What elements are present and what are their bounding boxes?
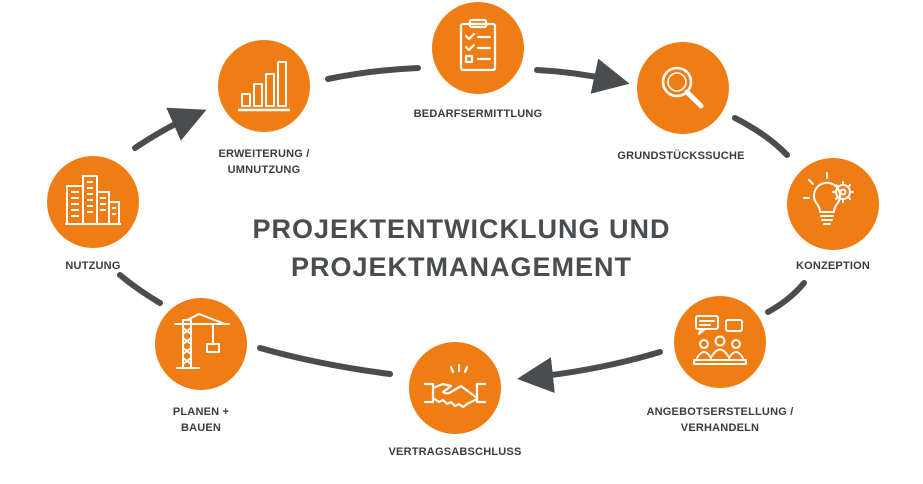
- step-label-bedarfsermittlung: BEDARFSERMITTLUNG: [393, 106, 563, 122]
- step-label-grundstueckssuche: GRUNDSTÜCKSSUCHE: [596, 148, 766, 164]
- step-angebotserstellung: [674, 296, 766, 388]
- connector-grundstueck-konzeption: [732, 115, 790, 158]
- step-grundstueckssuche: [637, 42, 729, 134]
- step-label-line1: ANGEBOTSERSTELLUNG /: [646, 406, 794, 418]
- arrow-angebot-vertrag: [517, 349, 663, 393]
- step-label-line1: KONZEPTION: [795, 260, 871, 272]
- step-label-line1: PLANEN +: [172, 406, 230, 418]
- step-konzeption: [787, 158, 879, 250]
- step-label-line2: VERHANDELN: [680, 422, 760, 434]
- lightbulb-gear-icon: [803, 172, 854, 225]
- step-label-planen-bauen: PLANEN + BAUEN: [116, 404, 286, 436]
- step-label-line1: NUTZUNG: [65, 260, 121, 272]
- crane-icon: [174, 313, 230, 369]
- step-label-line1: GRUNDSTÜCKSSUCHE: [617, 150, 745, 162]
- step-erweiterung-umnutzung: [218, 40, 310, 132]
- step-label-nutzung: NUTZUNG: [8, 258, 178, 274]
- step-label-line2: BAUEN: [180, 422, 222, 434]
- connector-konzeption-angebot: [765, 280, 807, 315]
- step-label-konzeption: KONZEPTION: [748, 258, 918, 274]
- magnifier-icon: [661, 66, 704, 109]
- step-label-line2: UMNUTZUNG: [227, 164, 301, 176]
- arrow-nutzung-erweiterung: [132, 107, 207, 151]
- diagram-title-line1: PROJEKTENTWICKLUNG UND: [252, 214, 671, 244]
- connector-planen-nutzung: [117, 272, 163, 306]
- connector-vertrag-planen: [257, 345, 393, 377]
- step-planen-bauen: [155, 298, 247, 390]
- step-nutzung: [47, 156, 139, 248]
- step-label-line1: VERTRAGSABSCHLUSS: [388, 446, 522, 458]
- bar-chart-icon: [238, 61, 290, 112]
- arrow-bedarf-grundstueck: [534, 58, 630, 94]
- connector-erweiterung-bedarf: [325, 65, 421, 82]
- step-label-angebotserstellung: ANGEBOTSERSTELLUNG / VERHANDELN: [630, 404, 810, 436]
- meeting-icon: [693, 315, 747, 365]
- city-buildings-icon: [65, 175, 121, 225]
- step-vertragsabschluss: [409, 342, 501, 434]
- handshake-icon: [423, 363, 487, 409]
- step-label-erweiterung-umnutzung: ERWEITERUNG / UMNUTZUNG: [179, 146, 349, 178]
- step-bedarfsermittlung: [432, 2, 524, 94]
- step-label-vertragsabschluss: VERTRAGSABSCHLUSS: [370, 444, 540, 460]
- diagram-title-line2: PROJEKTMANAGEMENT: [290, 252, 632, 282]
- step-label-line1: BEDARFSERMITTLUNG: [413, 108, 543, 120]
- step-label-line1: ERWEITERUNG /: [218, 148, 310, 160]
- checklist-icon: [459, 18, 497, 72]
